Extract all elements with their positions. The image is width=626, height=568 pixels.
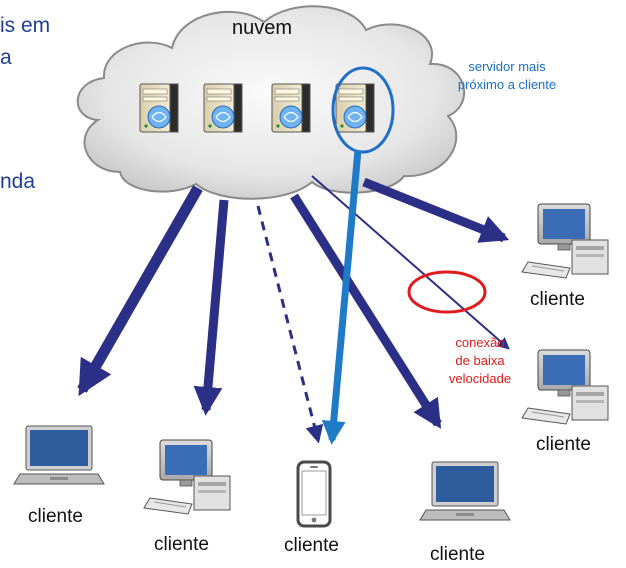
arrow-nearest-server-to-phone	[321, 149, 362, 445]
cut-off-text-line-3: nda	[0, 170, 36, 193]
smartphone-icon	[296, 460, 332, 528]
client-label-laptop-right: cliente	[430, 544, 485, 565]
arrow-slow-connection	[311, 175, 510, 350]
cloud-label: nuvem	[232, 17, 293, 39]
desktop-icon	[521, 203, 609, 279]
client-label-desktop-left: cliente	[154, 534, 209, 555]
cut-off-text-line-1: is em	[0, 14, 51, 37]
client-label-laptop-left: cliente	[28, 506, 83, 527]
slow-connection-note: conexão de baixa velocidade	[430, 334, 530, 388]
client-label-phone: cliente	[284, 535, 339, 556]
arrow-to-laptop-left	[77, 185, 203, 397]
nearest-server-note-line-2: próximo a cliente	[457, 77, 557, 92]
server-icon	[335, 83, 375, 133]
client-label-desktop-bottom-right: cliente	[536, 434, 591, 455]
laptop-icon	[419, 461, 511, 521]
client-label-desktop-top-right: cliente	[530, 289, 585, 310]
server-icon	[139, 83, 179, 133]
nearest-server-highlight	[331, 66, 395, 154]
server-icon	[203, 83, 243, 133]
slow-connection-highlight	[407, 270, 487, 314]
laptop-icon	[13, 425, 105, 485]
arrow-to-desktop-left	[193, 199, 229, 416]
slow-connection-note-line-3: velocidade	[448, 371, 512, 386]
slow-connection-note-line-1: conexão	[455, 335, 505, 350]
server-icon	[271, 83, 311, 133]
nearest-server-note-line-1: servidor mais	[468, 59, 546, 74]
arrow-to-phone-dashed	[256, 205, 324, 444]
desktop-icon	[521, 349, 609, 425]
slow-connection-note-line-2: de baixa	[455, 353, 505, 368]
cut-off-text-line-2: a	[0, 46, 12, 69]
arrow-to-laptop-right	[290, 193, 442, 429]
desktop-icon	[143, 439, 231, 515]
arrow-to-desktop-top-right	[362, 177, 510, 243]
nearest-server-note: servidor mais próximo a cliente	[432, 58, 582, 94]
